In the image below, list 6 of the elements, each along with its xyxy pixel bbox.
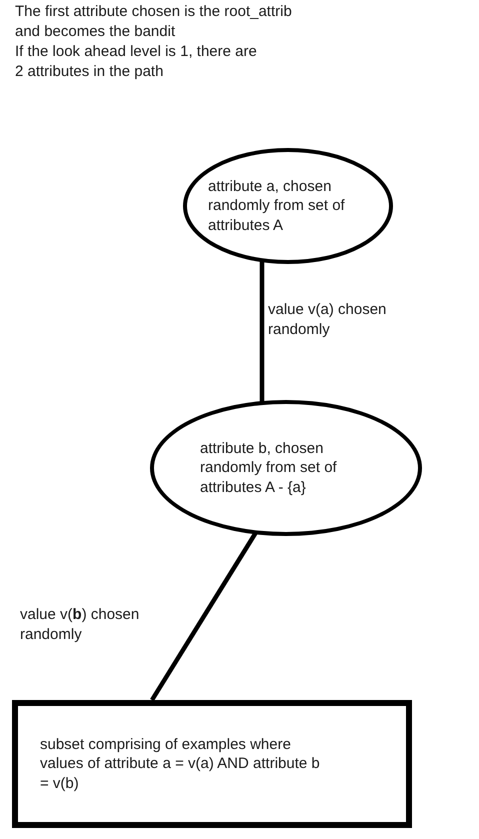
- note-text: If the look ahead level is 1, there are 2 attributes in the path: [15, 42, 258, 81]
- process-box: [12, 700, 412, 828]
- node-text: attribute b, chosen randomly from set of attributes A - {a}: [200, 438, 338, 498]
- node-text: attribute a, chosen randomly from set of attributes A: [208, 176, 346, 236]
- node-text: subset comprising of examples where values of attribute a = v(a) AND attribute b = v(b): [40, 734, 320, 794]
- note-text: The first attribute chosen is the root_attrib and becomes the bandit: [15, 2, 293, 41]
